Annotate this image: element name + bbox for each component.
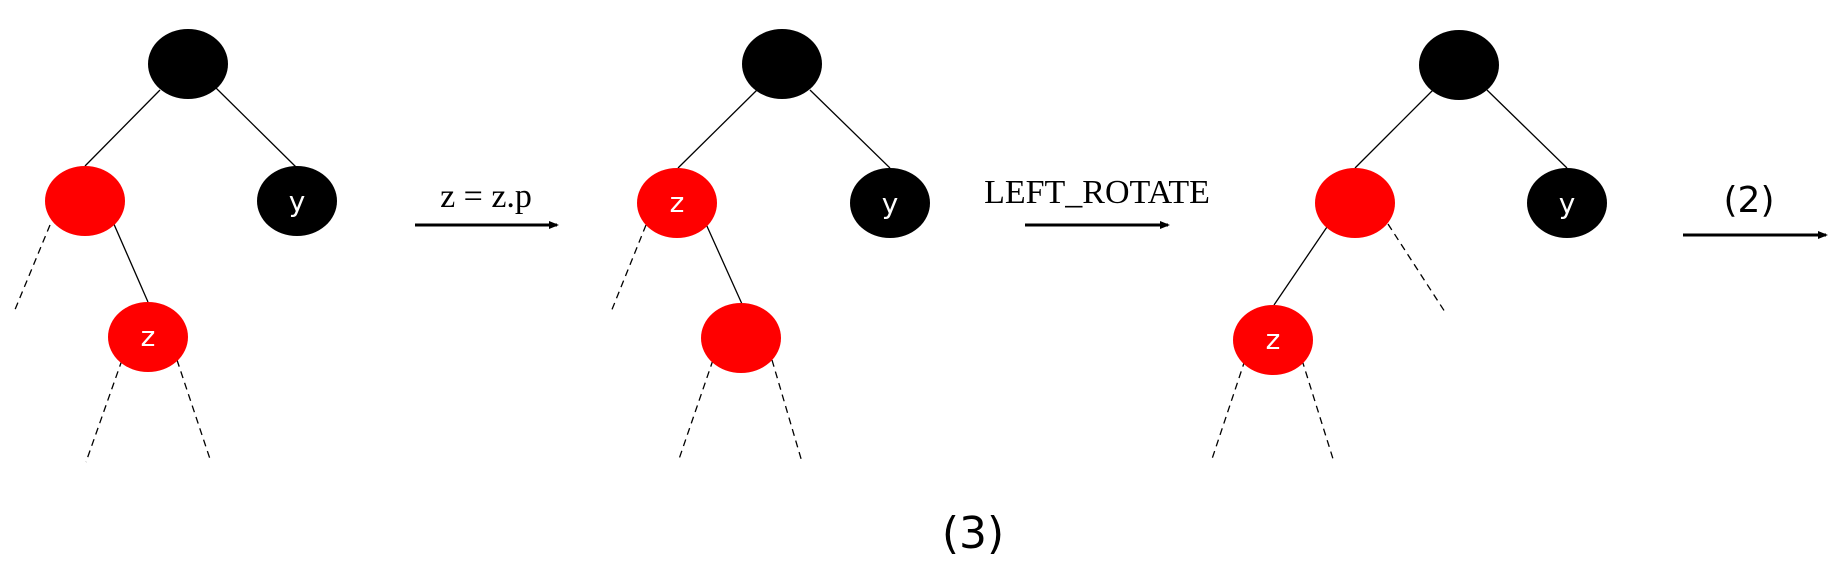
arrow-label-z-equals-zp: z = z.p xyxy=(440,178,532,215)
edge xyxy=(705,223,743,305)
arrow-step-3: (2) xyxy=(1683,180,1828,239)
uncle-node-black xyxy=(1527,168,1607,238)
uncle-node-label: y xyxy=(882,187,899,220)
nil-edge xyxy=(610,224,647,313)
uncle-node-black xyxy=(850,168,930,238)
z-node-label: z xyxy=(670,186,685,219)
nil-edge xyxy=(1387,223,1446,313)
edge xyxy=(112,221,149,303)
arrow-step-1: z = z.p xyxy=(415,178,559,229)
root-node-black xyxy=(1419,30,1499,100)
uncle-node-black xyxy=(257,166,337,236)
z-node-red xyxy=(637,168,717,238)
uncle-node-label: y xyxy=(289,185,306,218)
edge xyxy=(1354,89,1434,169)
arrow-label-left-rotate: LEFT_ROTATE xyxy=(984,174,1210,211)
nil-edge xyxy=(13,224,51,313)
parent-node-red xyxy=(45,166,125,236)
edge xyxy=(1273,223,1330,306)
tree-step-2: z y xyxy=(610,29,930,463)
edge xyxy=(1486,89,1568,169)
z-node-red xyxy=(108,302,188,372)
nil-edge xyxy=(176,359,212,463)
root-node-black xyxy=(742,29,822,99)
tree-step-1: y z xyxy=(13,29,337,463)
tree-step-3: y z xyxy=(1210,30,1607,463)
z-node-label: z xyxy=(1266,323,1281,356)
edge xyxy=(677,89,758,169)
uncle-node-label: y xyxy=(1559,187,1576,220)
z-node-label: z xyxy=(141,320,156,353)
case-caption: (3) xyxy=(942,508,1004,559)
edge xyxy=(809,89,891,169)
arrow-label-case-2: (2) xyxy=(1724,180,1775,221)
edge xyxy=(84,89,161,167)
nil-edge xyxy=(677,359,714,463)
nil-edge xyxy=(1301,359,1335,463)
nil-edge xyxy=(85,359,123,463)
parent-node-red xyxy=(1315,168,1395,238)
z-node-red xyxy=(1233,305,1313,375)
child-node-red xyxy=(701,303,781,373)
arrow-step-2: LEFT_ROTATE xyxy=(984,174,1210,229)
nil-edge xyxy=(1210,359,1246,463)
root-node-black xyxy=(148,29,228,99)
edge xyxy=(215,87,298,169)
nil-edge xyxy=(771,359,803,463)
